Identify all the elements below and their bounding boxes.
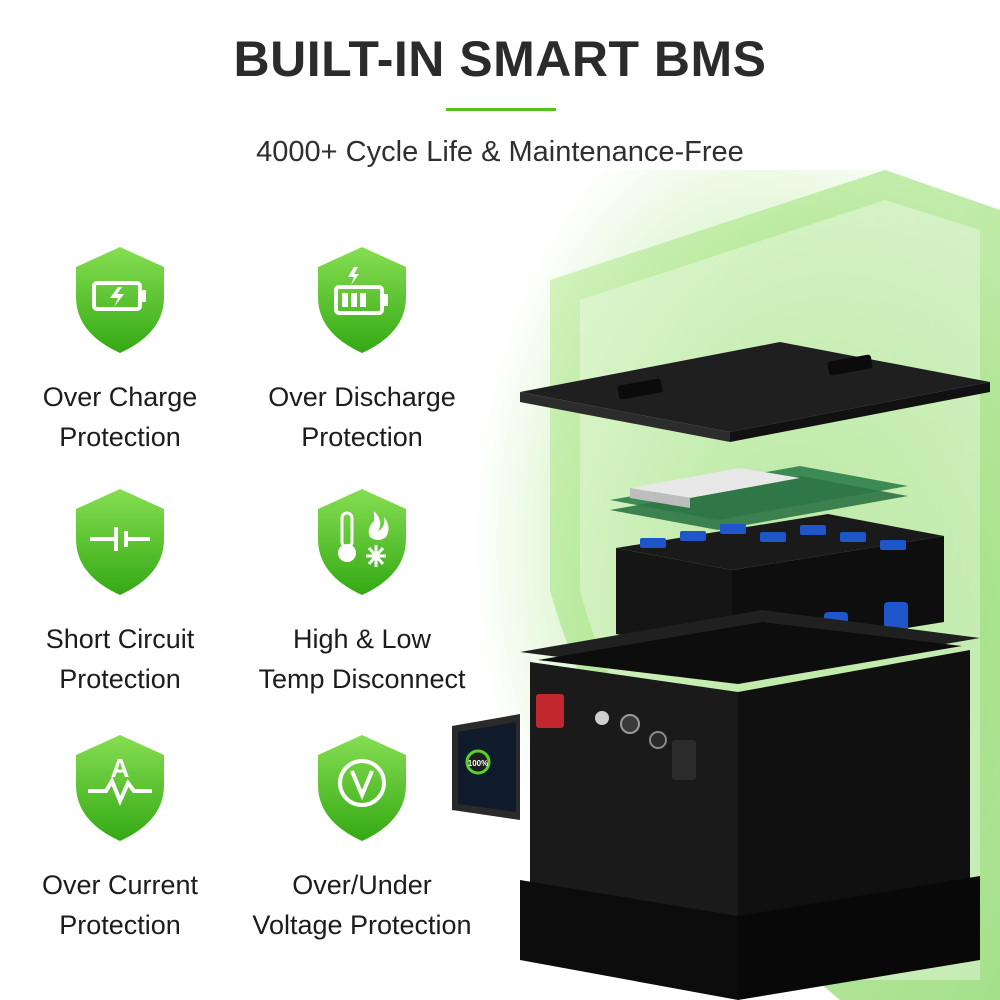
battery-lid: [520, 342, 990, 442]
feature-label-line1: High & Low: [292, 624, 432, 654]
temperature-icon: [318, 489, 406, 595]
feature-over-charge: Over Charge Protection: [0, 245, 240, 457]
feature-short-circuit: Short Circuit Protection: [0, 487, 240, 699]
title-underline: [446, 108, 556, 111]
feature-voltage: Over/Under Voltage Protection: [242, 733, 482, 945]
feature-label-line1: Short Circuit: [45, 624, 195, 654]
feature-label-line2: Temp Disconnect: [258, 664, 466, 694]
battery-charge-icon: [76, 247, 164, 353]
feature-label-line2: Voltage Protection: [252, 910, 472, 940]
battery-product-image: 100%: [452, 342, 990, 1000]
ampere-icon: A: [76, 735, 164, 841]
page-subtitle: 4000+ Cycle Life & Maintenance-Free: [256, 136, 744, 168]
feature-label-line2: Protection: [59, 422, 181, 452]
display-percent: 100%: [468, 759, 488, 768]
feature-label-line2: Protection: [301, 422, 423, 452]
feature-over-discharge: Over Discharge Protection: [242, 245, 482, 457]
feature-temp-disconnect: High & Low Temp Disconnect: [242, 487, 482, 699]
voltage-icon: [318, 735, 406, 841]
svg-text:A: A: [111, 753, 130, 783]
battery-case: [520, 610, 980, 1000]
battery-discharge-icon: [318, 247, 406, 353]
feature-label-line1: Over Charge: [42, 382, 198, 412]
feature-label-line1: Over Discharge: [268, 382, 456, 412]
feature-label-line1: Over/Under: [292, 870, 432, 900]
feature-label-line2: Protection: [59, 910, 181, 940]
page-title: BUILT-IN SMART BMS: [233, 31, 767, 87]
battery-monitor-display: [452, 714, 520, 820]
feature-over-current: A Over Current Protection: [0, 733, 240, 945]
feature-label-line1: Over Current: [41, 870, 199, 900]
feature-label-line2: Protection: [59, 664, 181, 694]
bms-circuit-board: [610, 466, 908, 530]
negative-terminal: [672, 740, 696, 780]
short-circuit-icon: [76, 489, 164, 595]
positive-terminal: [536, 694, 564, 728]
